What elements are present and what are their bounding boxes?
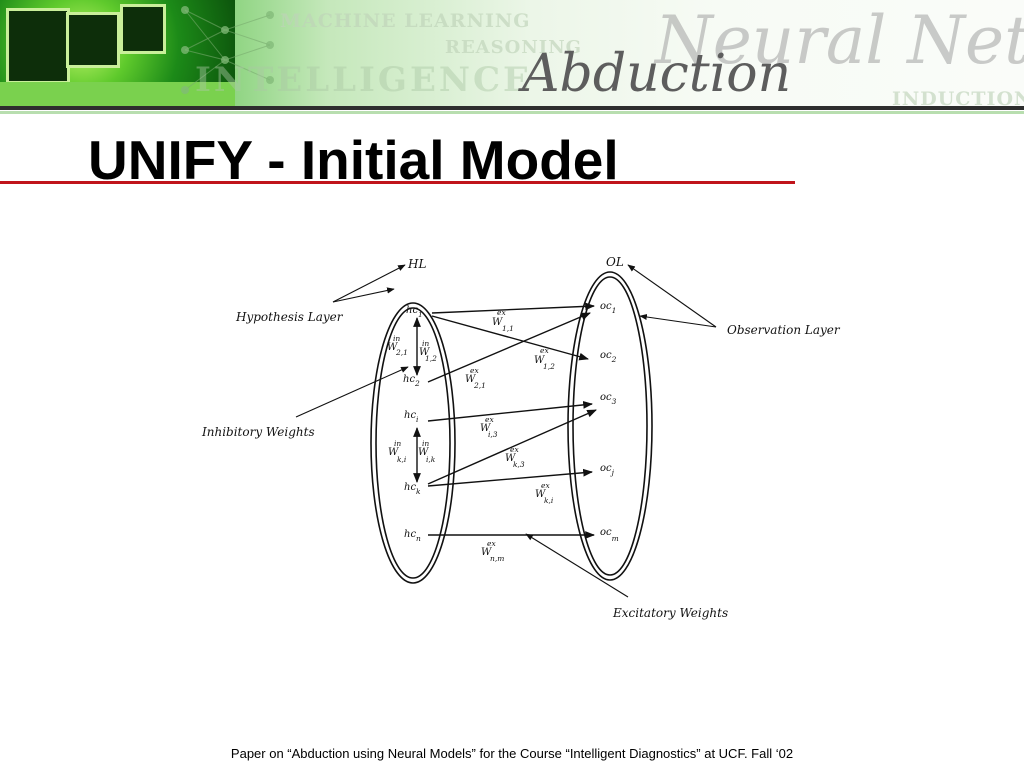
excitatory-weight-label: ex W k,3 xyxy=(505,445,525,469)
svg-text:oc1: oc1 xyxy=(600,301,616,315)
observation-node: oc2 xyxy=(600,350,617,364)
slide-title: UNIFY - Initial Model xyxy=(88,129,619,191)
inhibitory-weight-label: in W 1,2 xyxy=(419,339,437,363)
observation-node: oc1 xyxy=(600,301,616,315)
svg-text:in: in xyxy=(393,334,400,343)
svg-text:1,1: 1,1 xyxy=(502,324,514,333)
svg-text:W: W xyxy=(465,374,476,385)
svg-text:W: W xyxy=(481,547,492,558)
svg-text:W: W xyxy=(419,347,430,358)
svg-text:in: in xyxy=(422,339,429,348)
svg-text:ocj: ocj xyxy=(600,463,615,477)
svg-text:W: W xyxy=(535,489,546,500)
computer-lab-photo xyxy=(0,0,235,110)
svg-text:ocm: ocm xyxy=(600,527,619,543)
svg-text:W: W xyxy=(388,447,399,458)
svg-text:ex: ex xyxy=(485,415,494,424)
hypothesis-layer-ellipse xyxy=(370,302,456,584)
excitatory-weights-label: Excitatory Weights xyxy=(612,606,728,620)
svg-text:in: in xyxy=(422,439,429,448)
monitor-image xyxy=(120,4,166,54)
banner-word-reasoning: REASONING xyxy=(445,37,583,58)
banner-word-abduction: Abduction xyxy=(522,44,792,104)
svg-text:W: W xyxy=(480,423,491,434)
svg-text:ex: ex xyxy=(497,308,506,317)
output-layer-label: OL xyxy=(606,255,624,269)
svg-text:ex: ex xyxy=(487,539,496,548)
hidden-layer-label: HL xyxy=(407,257,426,271)
monitor-image xyxy=(66,12,120,68)
banner-word-induction: INDUCTION xyxy=(892,88,1024,110)
inhibitory-weights-label: Inhibitory Weights xyxy=(201,425,315,439)
svg-text:ex: ex xyxy=(540,346,549,355)
excitatory-connections xyxy=(427,302,597,539)
svg-text:W: W xyxy=(534,355,545,366)
banner-word-neural-net: Neural Net xyxy=(655,2,1024,79)
svg-text:hck: hck xyxy=(404,482,421,496)
excitatory-weight-label: ex W 1,1 xyxy=(492,308,514,333)
svg-text:1,2: 1,2 xyxy=(425,354,437,363)
excitatory-weight-label: ex W k,i xyxy=(535,481,554,505)
banner-word-machine-learning: MACHINE LEARNING xyxy=(280,10,531,32)
svg-text:W: W xyxy=(387,342,398,353)
svg-text:ex: ex xyxy=(510,445,519,454)
svg-text:i,3: i,3 xyxy=(488,430,498,439)
svg-text:k,i: k,i xyxy=(544,496,554,505)
header-banner: INTELLIGENCE MACHINE LEARNING REASONING … xyxy=(0,0,1024,110)
svg-text:W: W xyxy=(418,447,429,458)
svg-text:W: W xyxy=(505,453,516,464)
svg-text:hcn: hcn xyxy=(404,529,421,543)
svg-text:k,i: k,i xyxy=(397,455,407,464)
svg-text:ex: ex xyxy=(470,366,479,375)
svg-text:oc2: oc2 xyxy=(600,350,617,364)
title-underline xyxy=(0,181,795,184)
svg-text:hci: hci xyxy=(404,410,419,424)
callout-arrows xyxy=(295,264,717,598)
svg-text:i,k: i,k xyxy=(426,455,436,464)
network-graphic xyxy=(181,6,274,94)
svg-text:W: W xyxy=(492,317,503,328)
svg-text:in: in xyxy=(394,439,401,448)
inhibitory-weight-label: in W 2,1 xyxy=(387,334,408,357)
svg-text:k,3: k,3 xyxy=(513,460,525,469)
svg-text:2,1: 2,1 xyxy=(395,348,408,357)
observation-layer-ellipse xyxy=(567,271,653,581)
inhibitory-weight-label: in W k,i xyxy=(388,439,407,464)
excitatory-weight-label: ex W i,3 xyxy=(480,415,498,439)
hypothesis-layer-label: Hypothesis Layer xyxy=(235,310,344,324)
svg-text:1,2: 1,2 xyxy=(543,362,555,371)
svg-text:oc3: oc3 xyxy=(600,392,617,406)
excitatory-weight-label: ex W 1,2 xyxy=(534,346,555,371)
svg-text:n,m: n,m xyxy=(490,554,504,563)
banner-divider-accent xyxy=(0,111,1024,114)
slide-footer: Paper on “Abduction using Neural Models”… xyxy=(230,746,794,761)
svg-text:hc2: hc2 xyxy=(403,374,420,388)
observation-layer-label: Observation Layer xyxy=(727,323,841,337)
excitatory-weight-label: ex W 2,1 xyxy=(465,366,486,390)
excitatory-weight-label: ex W n,m xyxy=(481,539,504,563)
hypothesis-node: hck xyxy=(404,482,421,496)
banner-divider xyxy=(0,106,1024,110)
observation-node: oc3 xyxy=(600,392,617,406)
svg-text:hc1: hc1 xyxy=(406,305,423,319)
observation-node: ocm xyxy=(600,527,619,543)
hypothesis-node: hcn xyxy=(404,529,421,543)
desk-image xyxy=(0,82,235,110)
banner-word-intelligence: INTELLIGENCE xyxy=(195,60,532,100)
hypothesis-node: hc1 xyxy=(406,305,423,319)
observation-node: ocj xyxy=(600,463,615,477)
svg-text:ex: ex xyxy=(541,481,550,490)
hypothesis-node: hc2 xyxy=(403,374,420,388)
hypothesis-node: hci xyxy=(404,410,419,424)
svg-text:2,1: 2,1 xyxy=(473,381,486,390)
inhibitory-weight-label: in W i,k xyxy=(418,439,436,464)
